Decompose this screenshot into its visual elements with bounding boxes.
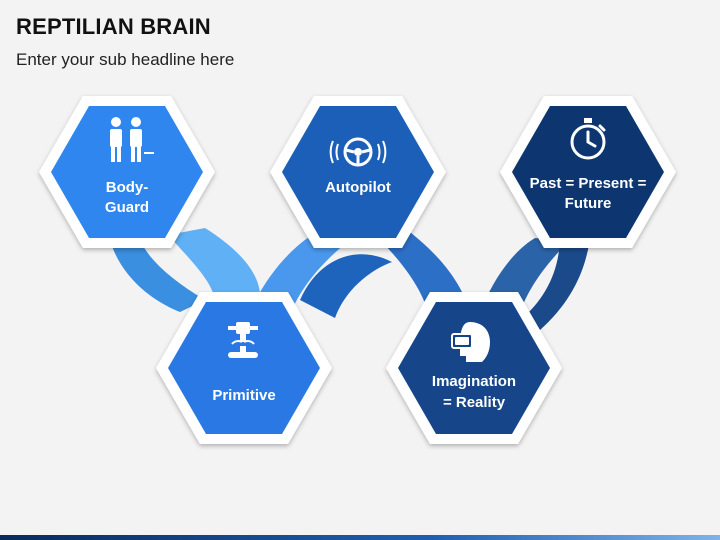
node-autopilot (270, 96, 446, 248)
node-primitive (156, 292, 332, 444)
stopwatch-icon (570, 118, 606, 160)
label-bodyguard-2: Guard (105, 199, 149, 216)
label-imagination-1: Imagination (432, 373, 516, 390)
people-icon (110, 117, 154, 162)
steering-wheel-icon (329, 137, 387, 167)
node-bodyguard (39, 96, 215, 248)
label-bodyguard-1: Body- (106, 179, 149, 196)
footer-bar (0, 535, 720, 540)
node-imagination (386, 292, 562, 444)
label-past-1: Past = Present = (530, 175, 647, 192)
label-imagination-2: = Reality (443, 394, 506, 411)
label-primitive: Primitive (212, 387, 275, 404)
ribbon-past-lower (520, 236, 590, 330)
ribbon-bodyguard-lower (110, 240, 205, 312)
page-subtitle: Enter your sub headline here (16, 50, 235, 69)
ribbon-center-cross (300, 254, 392, 318)
vr-headset-icon (451, 322, 490, 362)
robot-icon (228, 322, 258, 358)
label-autopilot: Autopilot (325, 179, 391, 196)
node-past (500, 96, 676, 248)
page-title: REPTILIAN BRAIN (16, 14, 211, 39)
ribbon-bodyguard-primitive (168, 228, 261, 312)
label-past-2: Future (565, 195, 612, 212)
